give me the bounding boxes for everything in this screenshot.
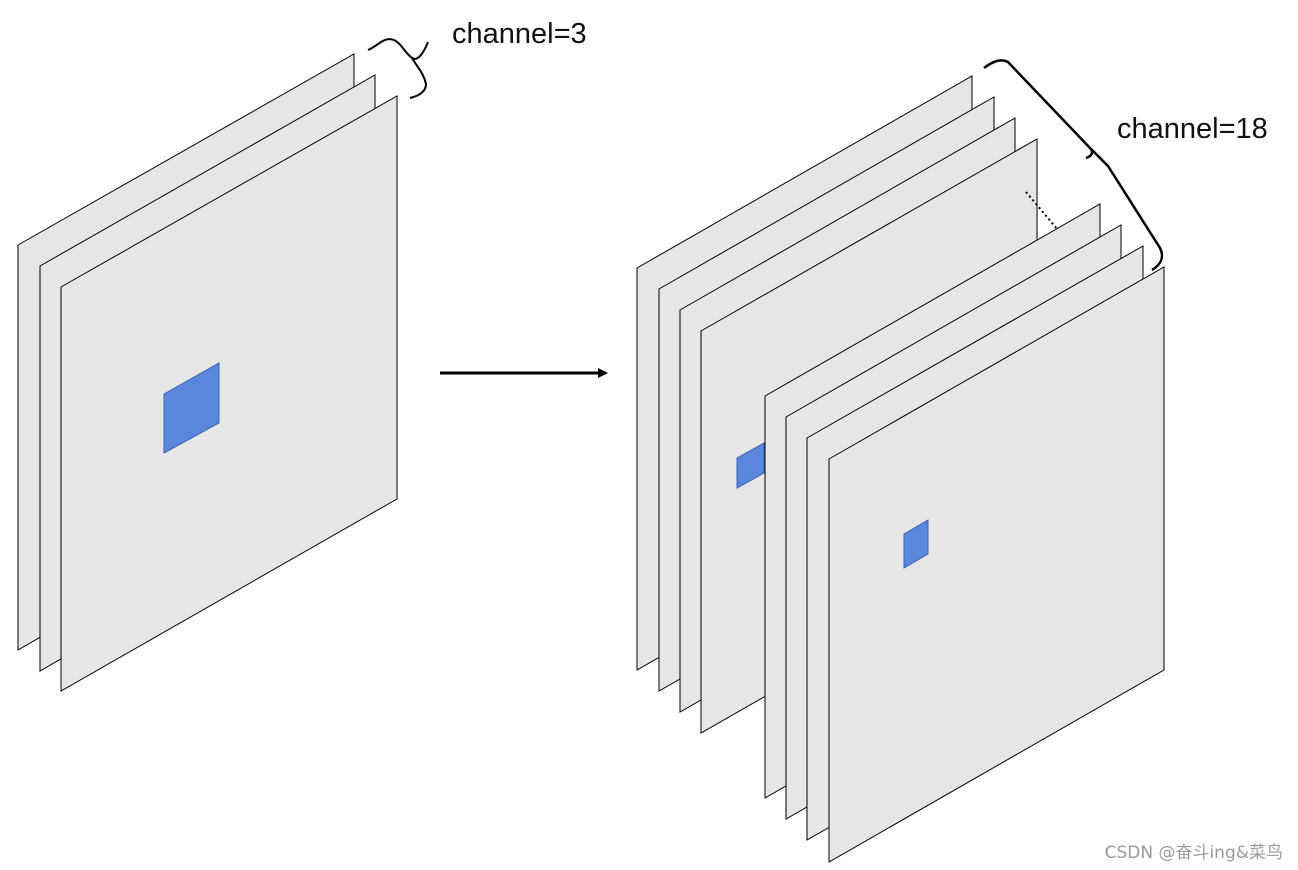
omitted-channels-dots bbox=[1025, 191, 1059, 231]
output-highlight-region-back bbox=[736, 442, 765, 489]
input-highlight-region bbox=[163, 362, 220, 454]
input-feature-map-stack bbox=[17, 53, 398, 692]
output-highlight-region-front bbox=[903, 519, 929, 569]
input-channel-layer-3 bbox=[60, 95, 398, 692]
output-channel-layer-18 bbox=[828, 266, 1165, 863]
watermark: CSDN @奋斗ing&菜鸟 bbox=[1105, 843, 1283, 863]
output-channel-brace bbox=[983, 59, 1164, 272]
input-channel-brace bbox=[367, 38, 429, 99]
input-channel-label: channel=3 bbox=[452, 18, 587, 50]
output-channel-label: channel=18 bbox=[1117, 113, 1268, 145]
output-feature-map-stack bbox=[636, 75, 1165, 863]
